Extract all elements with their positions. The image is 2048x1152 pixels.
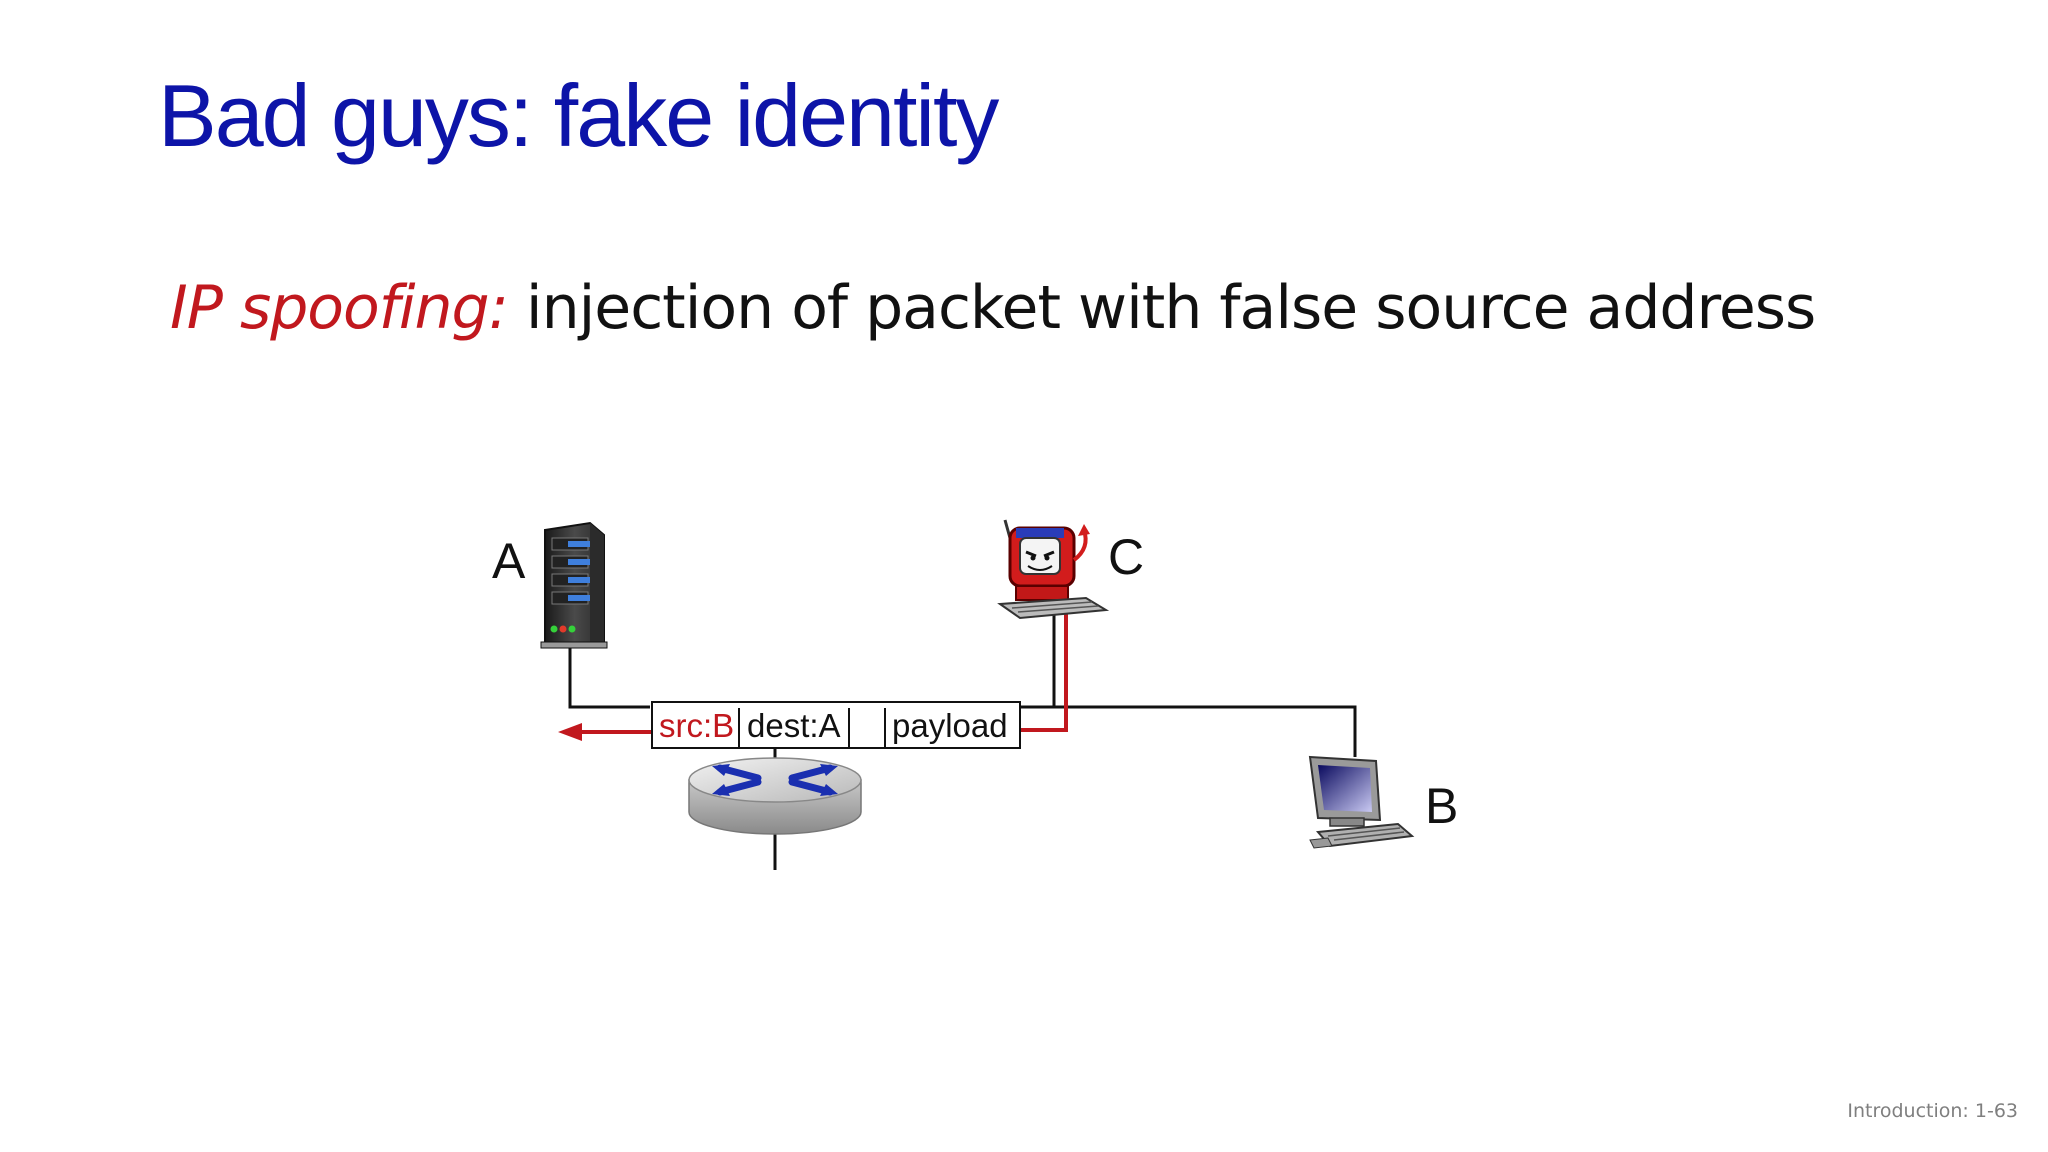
slide-title: Bad guys: fake identity	[158, 66, 999, 165]
devil-computer-icon	[997, 519, 1110, 620]
spoof-path-line	[1019, 612, 1068, 732]
server-icon	[540, 521, 608, 649]
link-router-bus	[1018, 705, 1357, 757]
link-server-a	[568, 645, 650, 709]
packet-box	[651, 701, 1021, 749]
ip-spoofing-term: IP spoofing:	[170, 273, 509, 343]
host-label-b: B	[1425, 778, 1458, 834]
slide-subtitle: IP spoofing: injection of packet with fa…	[170, 272, 1816, 344]
spoof-path	[558, 612, 1068, 741]
router-icon	[688, 757, 862, 835]
network-links	[568, 612, 1357, 870]
packet-dest-field: dest:A	[747, 707, 841, 744]
host-label-c: C	[1108, 529, 1144, 585]
spoofed-packet: src:B dest:A payload	[651, 701, 1021, 749]
packet-payload-field: payload	[892, 707, 1008, 744]
host-label-a: A	[492, 533, 526, 589]
spoof-arrow-head	[558, 723, 582, 741]
packet-src-field: src:B	[659, 707, 734, 744]
slide-footer: Introduction: 1-63	[1847, 1100, 2018, 1122]
ip-spoofing-description: injection of packet with false source ad…	[507, 273, 1816, 343]
desktop-computer-icon	[1308, 755, 1415, 849]
